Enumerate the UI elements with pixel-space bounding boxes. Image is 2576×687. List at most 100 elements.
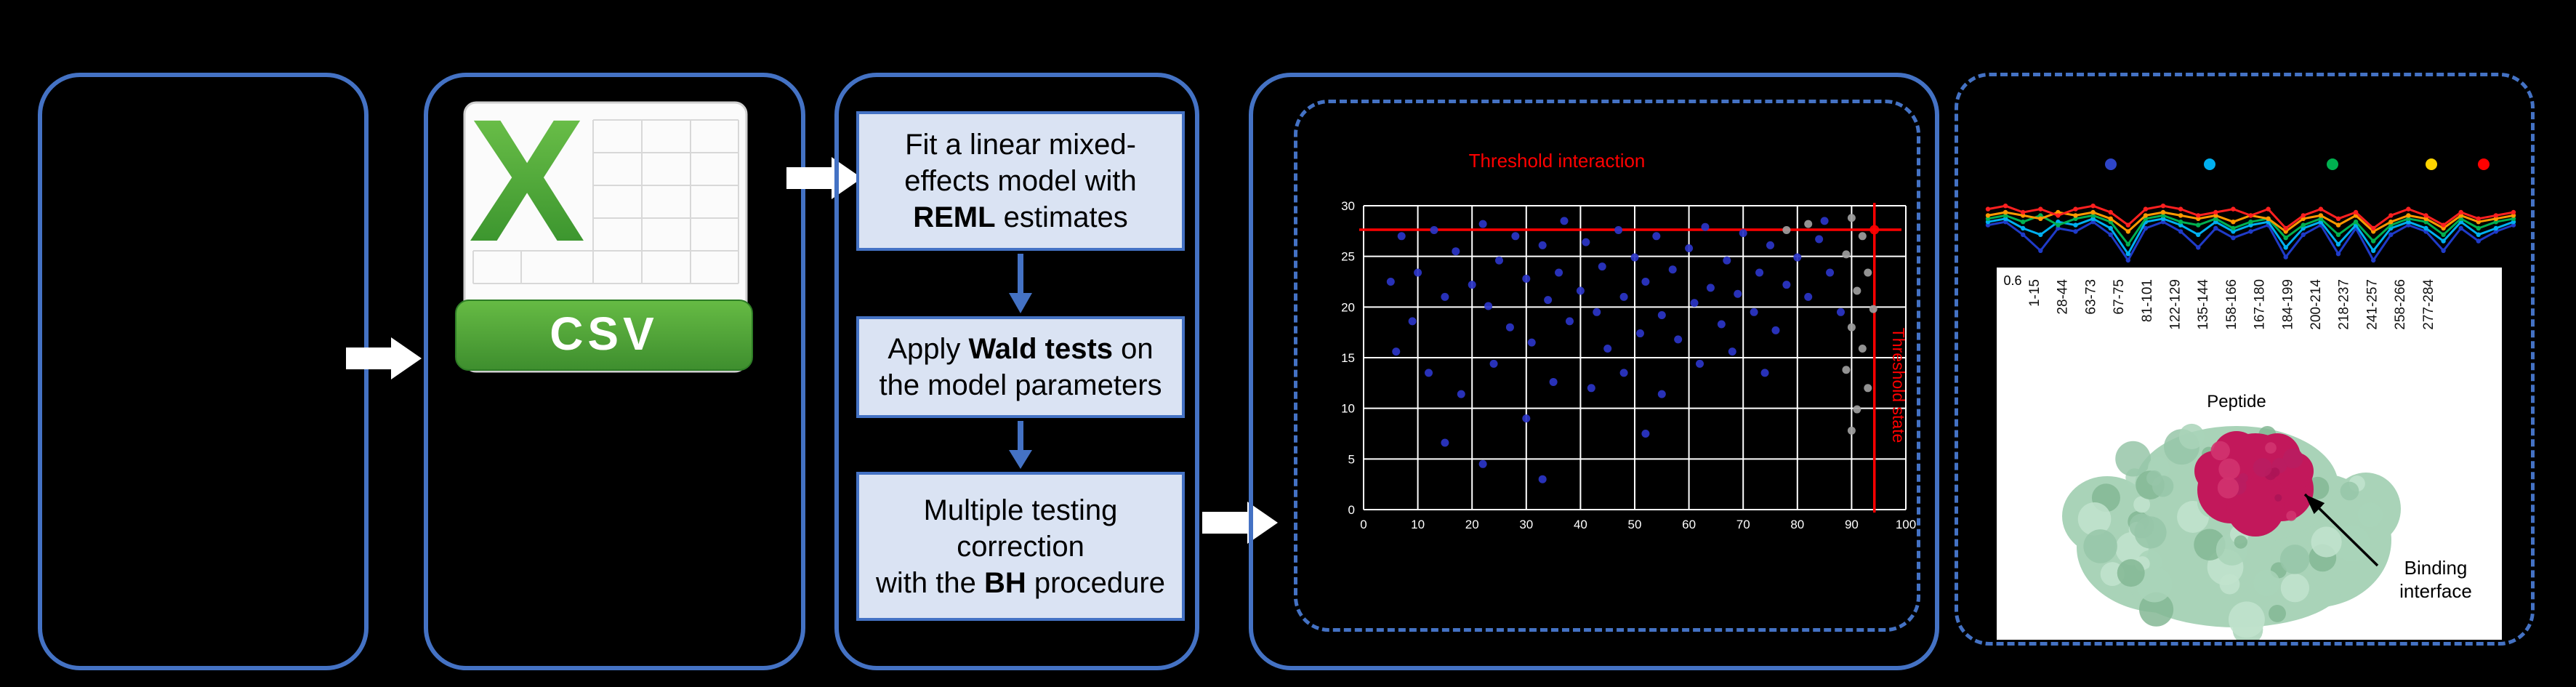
uptake-marker-state-blue — [2283, 254, 2288, 260]
csv-file-icon: X CSV — [455, 98, 753, 373]
csv-label: CSV — [550, 308, 659, 360]
protein-surface-blob — [2077, 502, 2112, 536]
uptake-marker-state-red — [2441, 222, 2446, 228]
scatter-point-significant-peptides — [1760, 369, 1769, 377]
uptake-marker-state-green — [2335, 232, 2341, 237]
protein-surface-blob — [2269, 604, 2286, 622]
scatter-point-significant-peptides — [1826, 268, 1835, 277]
scatter-point-significant-peptides — [1619, 369, 1628, 377]
uptake-marker-state-orange — [2318, 213, 2324, 218]
protein-surface-blob — [2133, 496, 2151, 513]
uptake-marker-state-cyan — [2231, 229, 2236, 234]
scatter-point-significant-peptides — [1706, 284, 1715, 292]
uptake-marker-state-green — [2493, 220, 2499, 225]
uptake-marker-state-orange — [2406, 213, 2411, 218]
uptake-marker-state-red — [2021, 209, 2026, 215]
csv-banner — [455, 300, 753, 371]
uptake-marker-state-green — [2160, 213, 2166, 218]
flow-arrow-2 — [786, 157, 862, 199]
uptake-marker-state-orange — [2388, 220, 2394, 225]
uptake-marker-state-green — [2003, 213, 2008, 218]
x-tick-label: 80 — [1790, 518, 1804, 531]
uptake-marker-state-cyan — [2003, 216, 2008, 221]
uptake-marker-state-cyan — [2441, 238, 2446, 244]
peptide-tick-label: 28-44 — [2056, 279, 2071, 315]
scatter-point-non-significant-peptides — [1804, 220, 1813, 228]
scatter-point-significant-peptides — [1641, 278, 1650, 286]
binding-interface-texture — [2210, 441, 2230, 461]
scatter-point-non-significant-peptides — [1847, 323, 1856, 332]
uptake-marker-state-red — [2231, 206, 2236, 212]
scatter-point-significant-peptides — [1836, 308, 1845, 316]
scatter-point-non-significant-peptides — [1847, 214, 1856, 222]
peptide-tick-label: 218-237 — [2337, 279, 2352, 330]
scatter-point-significant-peptides — [1674, 335, 1683, 344]
protein-surface-blob — [2334, 525, 2370, 562]
scatter-point-significant-peptides — [1587, 384, 1595, 393]
protein-surface-blob — [2357, 502, 2383, 528]
scatter-point-significant-peptides — [1815, 235, 1824, 244]
uptake-marker-state-cyan — [2160, 216, 2166, 221]
uptake-marker-state-red — [2003, 204, 2008, 209]
x-tick-label: 20 — [1465, 518, 1479, 531]
scatter-point-significant-peptides — [1565, 317, 1574, 326]
scatter-point-significant-peptides — [1582, 238, 1590, 246]
uptake-marker-state-orange — [2056, 209, 2061, 215]
step-text-line: Apply Wald tests on — [887, 331, 1153, 367]
step-text: procedure — [1026, 566, 1165, 599]
uptake-marker-state-blue — [2160, 220, 2166, 225]
uptake-marker-state-blue — [2003, 220, 2008, 225]
scatter-point-significant-peptides — [1641, 430, 1650, 438]
peptide-tick-label: 63-73 — [2083, 279, 2098, 315]
protein-surface-blob — [2280, 574, 2310, 603]
y-tick-label: 30 — [1341, 199, 1355, 213]
scatter-point-significant-peptides — [1630, 253, 1639, 262]
flow-arrow-1-shape — [346, 337, 422, 379]
binding-interface-texture — [2217, 477, 2239, 499]
uptake-legend-dot — [2204, 158, 2215, 170]
scatter-point-significant-peptides — [1414, 268, 1422, 277]
step-text: Multiple testing — [923, 494, 1118, 526]
peptide-tick-label: 258-266 — [2393, 279, 2408, 330]
flow-arrow-1 — [346, 337, 422, 379]
uptake-marker-state-green — [2318, 216, 2324, 221]
step-text-line: correction — [957, 529, 1084, 565]
peptide-tick-label: 67-75 — [2112, 279, 2127, 315]
uptake-marker-state-red — [2476, 216, 2481, 221]
uptake-marker-state-red — [2248, 213, 2253, 218]
scatter-point-significant-peptides — [1484, 302, 1493, 310]
uptake-legend-dot — [2105, 158, 2117, 170]
peptide-tick-label: 184-199 — [2280, 279, 2295, 330]
scatter-point-non-significant-peptides — [1864, 268, 1872, 277]
x-tick-label: 100 — [1896, 518, 1916, 531]
uptake-marker-state-green — [2090, 213, 2096, 218]
step-text-line: REML estimates — [913, 199, 1128, 236]
uptake-marker-state-red — [2125, 222, 2130, 228]
uptake-marker-state-red — [2213, 209, 2218, 215]
uptake-marker-state-blue — [2301, 232, 2306, 237]
uptake-marker-state-red — [2388, 213, 2394, 218]
uptake-marker-state-green — [2371, 238, 2376, 244]
uptake-marker-state-red — [2423, 213, 2428, 218]
csv-box: X CSV — [424, 73, 805, 670]
uptake-marker-state-green — [1985, 216, 1991, 221]
uptake-legend-dot — [2426, 158, 2437, 170]
uptake-marker-state-green — [2406, 216, 2411, 221]
uptake-marker-state-cyan — [2283, 245, 2288, 250]
uptake-lines-chart — [1985, 158, 2516, 263]
scatter-point-significant-peptides — [1804, 292, 1813, 301]
peptide-tick-label: 135-144 — [2196, 279, 2211, 330]
scatter-point-significant-peptides — [1750, 308, 1758, 316]
uptake-marker-state-blue — [2493, 229, 2499, 234]
uptake-marker-state-orange — [2476, 220, 2481, 225]
scatter-point-significant-peptides — [1657, 390, 1666, 398]
scatter-point-significant-peptides — [1457, 390, 1465, 398]
step-text: effects model with — [904, 165, 1137, 197]
x-tick-label: 90 — [1845, 518, 1859, 531]
scatter-point-significant-peptides — [1755, 268, 1764, 277]
uptake-marker-state-blue — [2125, 257, 2130, 263]
